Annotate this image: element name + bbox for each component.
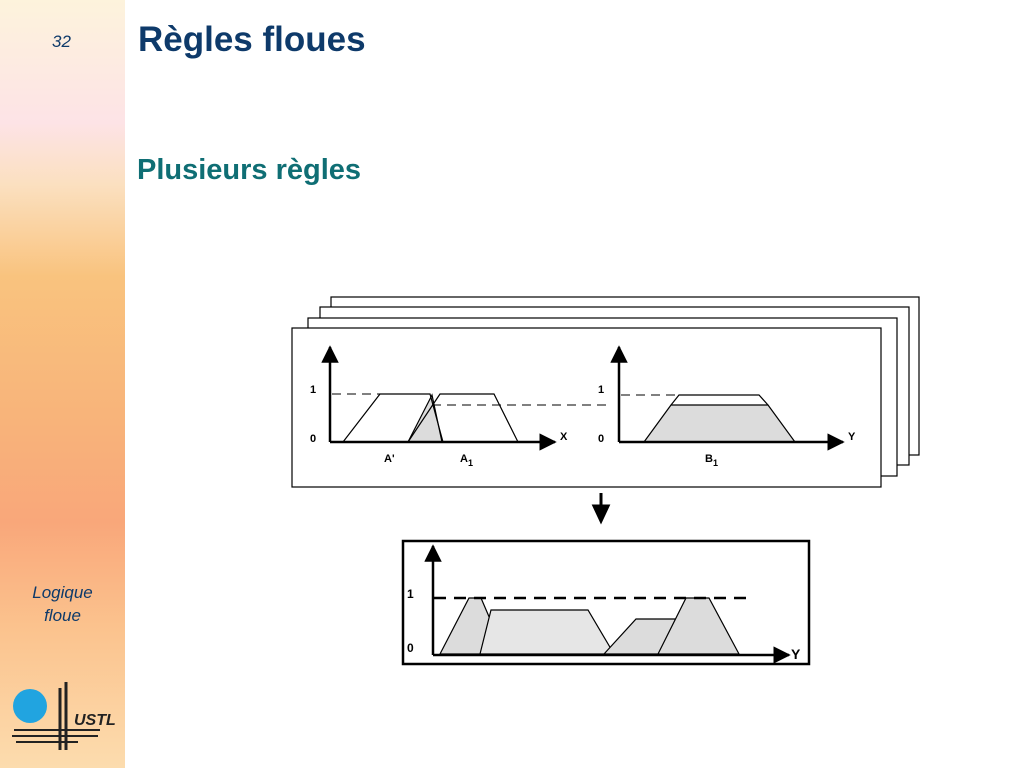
premise-plot: 1 0 X A' A1 [310,345,612,468]
slide-subtitle: Plusieurs règles [137,154,362,186]
label-a1-main: A [460,453,468,465]
down-arrow-icon [591,493,611,525]
slide-number: 32 [52,32,71,51]
tick-zero-result: 0 [407,641,414,655]
course-label: Logique floue [0,581,125,627]
tick-one-right: 1 [598,384,604,396]
front-rule-panel [291,327,882,488]
course-label-line2: floue [44,606,81,625]
clipped-b1 [642,404,797,443]
aggregation-plot: 1 0 Y [407,544,801,664]
label-b1-main: B [705,453,713,465]
tick-one: 1 [310,384,316,396]
axis-label-y: Y [848,431,856,443]
ustl-logo: USTL [12,682,116,750]
conclusion-plot: 1 0 Y B1 [598,345,856,468]
set-a-prime [342,393,444,443]
set-a1 [407,393,519,443]
sidebar: 32 Logique floue USTL [0,0,125,768]
label-a-prime: A' [384,453,395,465]
slide-title: Règles floues [138,20,366,59]
axis-label-y-result: Y [791,646,801,662]
tick-zero: 0 [310,433,316,445]
course-label-line1: Logique [32,583,93,602]
label-b1: B1 [705,453,718,468]
label-a1-sub: 1 [468,458,473,468]
tick-zero-right: 0 [598,433,604,445]
label-a1: A1 [460,453,473,468]
label-b1-sub: 1 [713,458,718,468]
logo-text: USTL [74,712,116,729]
logo-circle [13,689,47,723]
tick-one-result: 1 [407,587,414,601]
axis-label-x: X [560,431,568,443]
set-b1-top [670,394,769,406]
